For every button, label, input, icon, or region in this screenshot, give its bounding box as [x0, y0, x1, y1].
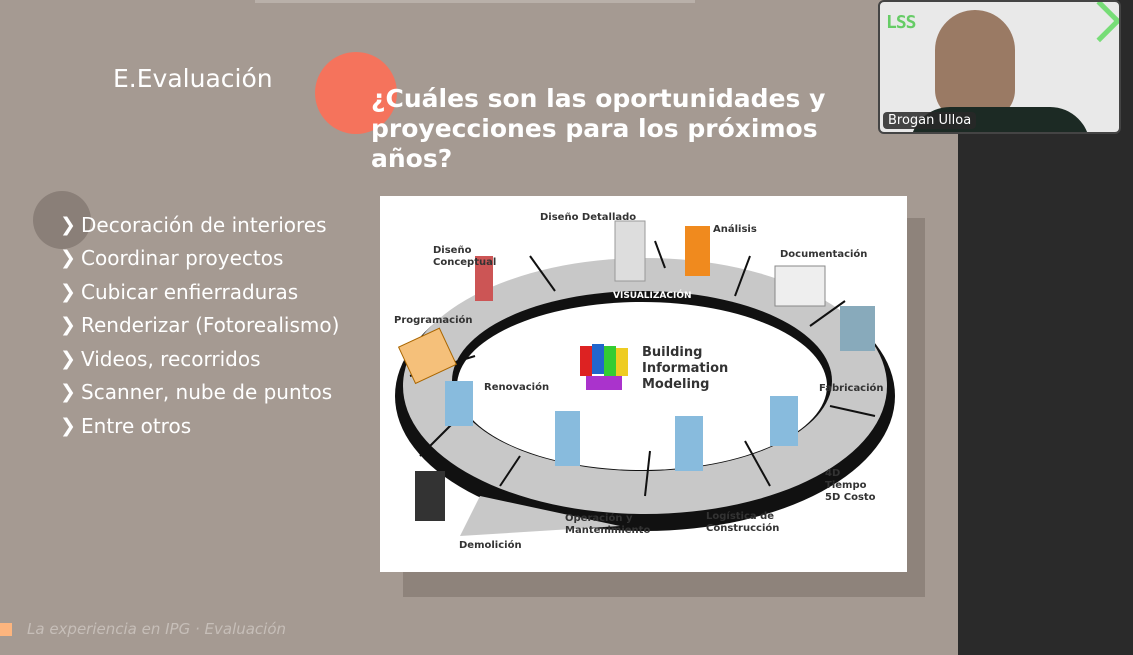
bullet-item: ❯Entre otros: [60, 409, 339, 443]
footer-marker: [0, 623, 12, 636]
bim-title-line: Information: [642, 361, 729, 376]
company-logo: LSS: [886, 12, 916, 33]
decorative-circle: [315, 52, 397, 134]
bullet-text: Entre otros: [81, 413, 192, 438]
bullet-item: ❯Cubicar enfierraduras: [60, 275, 339, 309]
bullet-text: Coordinar proyectos: [81, 246, 284, 271]
stage-label: Programación: [394, 315, 473, 326]
bim-cycle-diagram: Diseño Detallado Análisis Diseño Concept…: [380, 196, 907, 572]
bullet-text: Scanner, nube de puntos: [81, 380, 333, 405]
chevron-right-icon: ❯: [60, 213, 76, 236]
chevron-right-icon: ❯: [60, 247, 76, 270]
section-title: E.Evaluación: [113, 64, 273, 93]
chevron-right-icon: ❯: [60, 381, 76, 404]
bullet-text: Renderizar (Fotorealismo): [81, 313, 340, 338]
chevron-right-icon: ❯: [60, 347, 76, 370]
corner-logo-icon: [1078, 2, 1119, 43]
bullet-text: Decoración de interiores: [81, 212, 327, 237]
chevron-right-icon: ❯: [60, 314, 76, 337]
stage-label: Logística de Construcción: [706, 511, 780, 534]
slide-question: ¿Cuáles son las oportunidades y proyecci…: [371, 84, 826, 173]
stage-label: Fabricación: [819, 383, 884, 394]
stage-label: Análisis: [713, 224, 757, 235]
stage-label: Documentación: [780, 249, 868, 260]
chevron-right-icon: ❯: [60, 414, 76, 437]
participant-video-tile[interactable]: LSS Brogan Ulloa: [878, 0, 1121, 134]
bullet-item: ❯Videos, recorridos: [60, 342, 339, 376]
bullet-item: ❯Coordinar proyectos: [60, 242, 339, 276]
presentation-slide: E.Evaluación ¿Cuáles son las oportunidad…: [0, 0, 958, 655]
stage-label: Diseño Detallado: [540, 212, 637, 223]
stage-label: Renovación: [484, 382, 550, 393]
stage-label: Diseño Conceptual: [433, 245, 497, 268]
decorative-circle: [33, 191, 91, 249]
bullet-item: ❯Scanner, nube de puntos: [60, 376, 339, 410]
bim-cube-icon: [580, 344, 628, 390]
chevron-right-icon: ❯: [60, 280, 76, 303]
ring-label: VISUALIZACIÓN: [613, 291, 692, 301]
stage-label: Demolición: [459, 540, 522, 551]
slide-footer: La experiencia en IPG · Evaluación: [27, 620, 287, 638]
bim-title-line: Modeling: [642, 377, 710, 392]
participant-name-tag: Brogan Ulloa: [883, 112, 977, 129]
bullet-list: ❯Decoración de interiores ❯Coordinar pro…: [60, 208, 339, 443]
slide-top-edge: [255, 0, 695, 3]
bullet-item: ❯Renderizar (Fotorealismo): [60, 309, 339, 343]
bullet-text: Videos, recorridos: [81, 346, 261, 371]
bullet-text: Cubicar enfierraduras: [81, 279, 299, 304]
bim-title-line: Building: [642, 345, 703, 360]
stage-label: 4D Tiempo 5D Costo: [825, 468, 876, 503]
participant-face: [935, 10, 1015, 120]
bullet-item: ❯Decoración de interiores: [60, 208, 339, 242]
bim-ring-graphic: [395, 220, 895, 536]
stage-label: Operación y Mantenimiento: [565, 513, 651, 536]
